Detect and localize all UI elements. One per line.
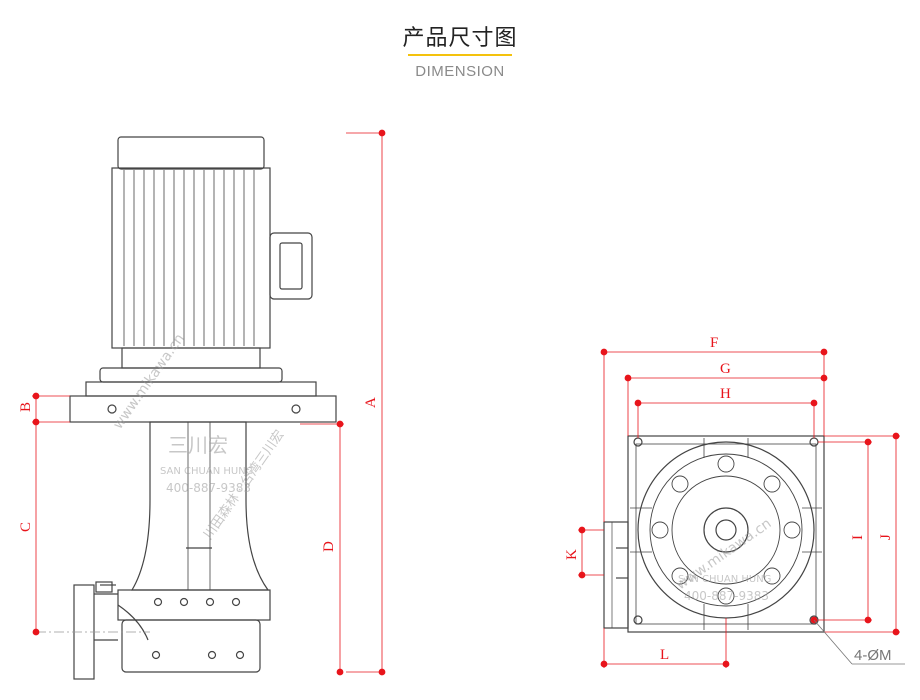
suction-pipe xyxy=(94,593,118,641)
front-view-dimensions xyxy=(32,129,386,676)
motor-flange xyxy=(121,347,261,369)
front-view-labels: A D B C xyxy=(18,397,379,552)
watermark-brand: 三川宏 xyxy=(168,433,228,457)
title-underline xyxy=(408,54,512,56)
mounting-hole xyxy=(809,437,819,447)
mounting-plate xyxy=(69,395,337,423)
top-view-labels: F G H I J K L 4-ØM xyxy=(564,335,894,664)
pump-casing-upper xyxy=(117,589,271,621)
dim-label-l: L xyxy=(660,647,669,663)
watermark-phone-top: 400-887-9383 xyxy=(684,589,769,603)
motor-fan-cover xyxy=(117,136,265,170)
motor-fins xyxy=(123,170,255,346)
dim-label-d: D xyxy=(321,541,337,552)
dim-label-j: J xyxy=(878,534,894,540)
inlet-flange xyxy=(603,521,629,629)
mounting-hole xyxy=(633,437,643,447)
motor-body xyxy=(111,167,271,349)
mounting-hole xyxy=(633,615,643,625)
terminal-box xyxy=(269,232,313,300)
dim-label-i: I xyxy=(850,535,866,540)
front-view-pump xyxy=(36,136,337,680)
watermark-brand-en-top: SAN CHUAN HUNG xyxy=(678,574,771,585)
top-view-dimensions xyxy=(578,348,905,668)
watermark-top: www.mikawa.cn SAN CHUAN HUNG 400-887-938… xyxy=(673,516,774,603)
dim-label-g: G xyxy=(720,361,731,377)
dim-label-b: B xyxy=(18,402,34,412)
page-subtitle: DIMENSION xyxy=(415,63,505,80)
dim-label-k: K xyxy=(564,549,580,560)
hole-note: 4-ØM xyxy=(854,647,892,664)
dim-label-h: H xyxy=(720,386,731,402)
pump-casing-lower xyxy=(121,619,261,673)
watermark-brand-en: SAN CHUAN HUNG xyxy=(160,466,253,477)
dim-label-c: C xyxy=(18,522,34,532)
watermark-phone: 400-887-9383 xyxy=(166,481,251,495)
casing-bolts xyxy=(651,455,801,605)
dim-label-f: F xyxy=(710,335,718,351)
watermark-front: www.mikawa.cn 三川宏 SAN CHUAN HUNG 400-887… xyxy=(110,331,287,542)
page-title: 产品尺寸图 xyxy=(402,26,518,51)
dim-label-a: A xyxy=(363,397,379,408)
